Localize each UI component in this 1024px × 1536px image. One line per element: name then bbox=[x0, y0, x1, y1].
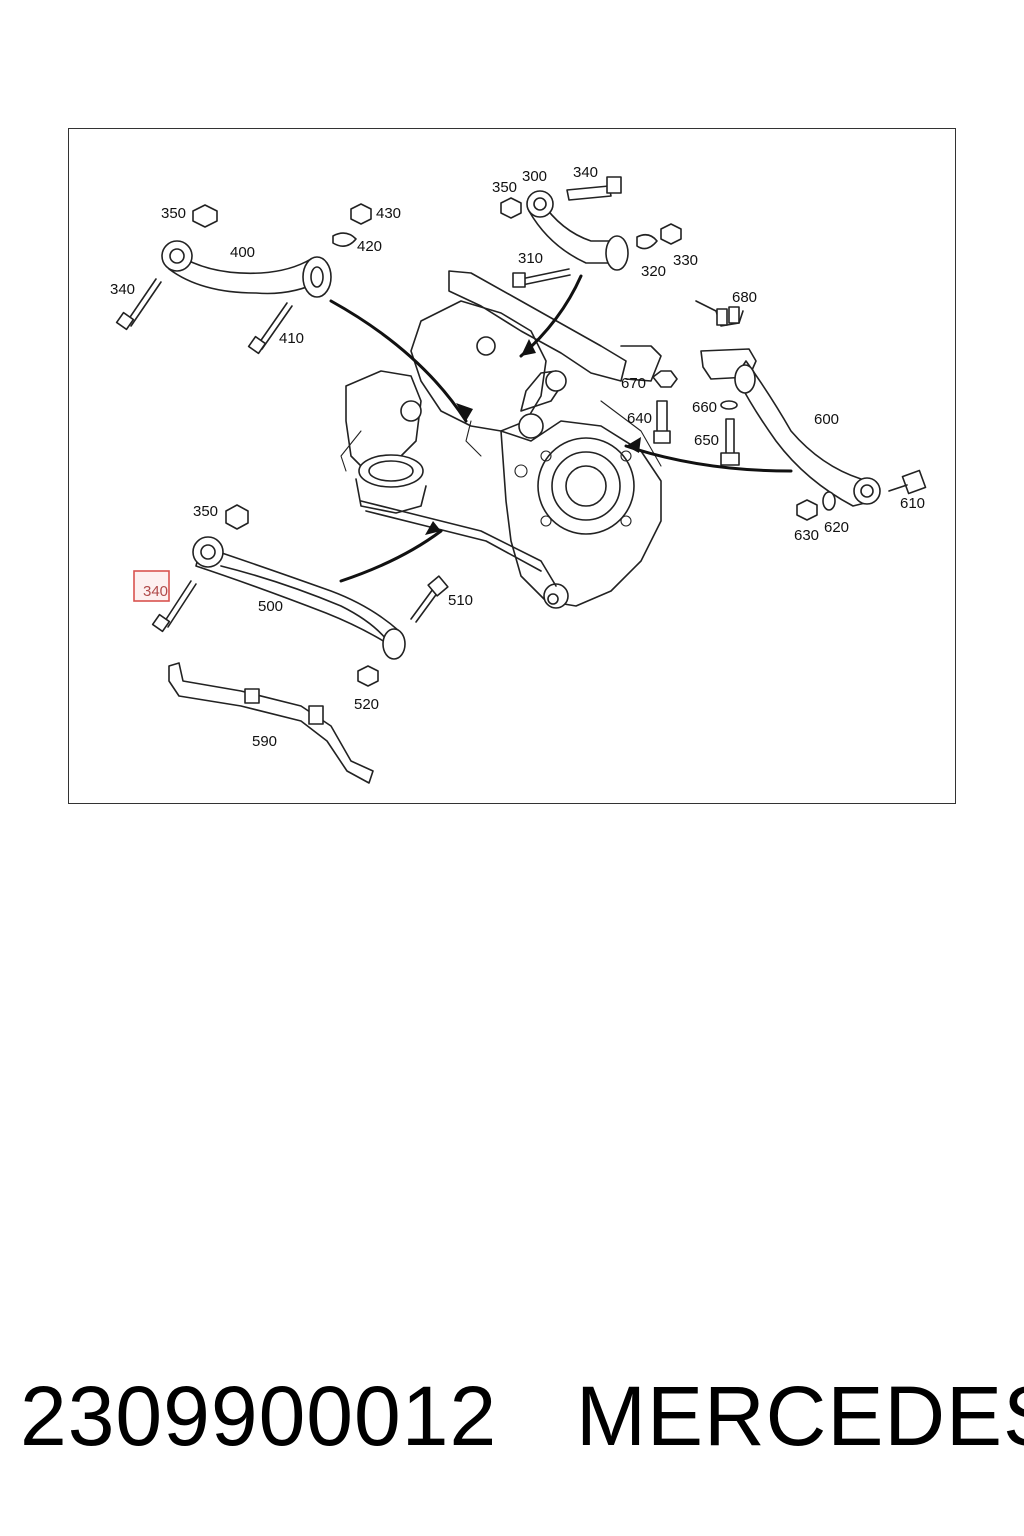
callout-650: 650 bbox=[694, 432, 719, 449]
diagram-frame: 350 400 430 420 340 410 350 300 340 310 … bbox=[68, 128, 956, 804]
callout-640: 640 bbox=[627, 410, 652, 427]
callout-320: 320 bbox=[641, 263, 666, 280]
callout-510: 510 bbox=[448, 592, 473, 609]
callout-340: 340 bbox=[110, 281, 135, 298]
callout-680: 680 bbox=[732, 289, 757, 306]
control-arm-300 bbox=[500, 176, 682, 288]
callout-300: 300 bbox=[522, 168, 547, 185]
callout-520: 520 bbox=[354, 696, 379, 713]
callout-500: 500 bbox=[258, 598, 283, 615]
control-arm-400 bbox=[115, 203, 372, 355]
assembly-arrows bbox=[329, 274, 793, 583]
highlight-box-340 bbox=[133, 570, 170, 602]
callout-590: 590 bbox=[252, 733, 277, 750]
callout-630: 630 bbox=[794, 527, 819, 544]
callout-610: 610 bbox=[900, 495, 925, 512]
suspension-exploded-diagram: 350 400 430 420 340 410 350 300 340 310 … bbox=[110, 164, 927, 784]
callout-350: 350 bbox=[492, 179, 517, 196]
callout-330: 330 bbox=[673, 252, 698, 269]
callout-620: 620 bbox=[824, 519, 849, 536]
callout-430: 430 bbox=[376, 205, 401, 222]
callout-400: 400 bbox=[230, 244, 255, 261]
callout-600: 600 bbox=[814, 411, 839, 428]
brand-name: MERCEDES bbox=[576, 1369, 1024, 1463]
footer: 2309900012 MERCEDES bbox=[20, 1368, 1024, 1478]
callout-350: 350 bbox=[193, 503, 218, 520]
wheel-carrier-drawing bbox=[340, 270, 662, 609]
callout-310: 310 bbox=[518, 250, 543, 267]
part-number: 2309900012 bbox=[20, 1369, 498, 1463]
callout-410: 410 bbox=[279, 330, 304, 347]
callout-420: 420 bbox=[357, 238, 382, 255]
callout-340-highlighted: 340 bbox=[143, 583, 168, 600]
callout-670: 670 bbox=[621, 375, 646, 392]
control-arm-600 bbox=[652, 300, 927, 521]
callout-340: 340 bbox=[573, 164, 598, 181]
callout-660: 660 bbox=[692, 399, 717, 416]
control-arm-500 bbox=[151, 504, 449, 687]
callout-350: 350 bbox=[161, 205, 186, 222]
bracket-590 bbox=[168, 662, 374, 784]
